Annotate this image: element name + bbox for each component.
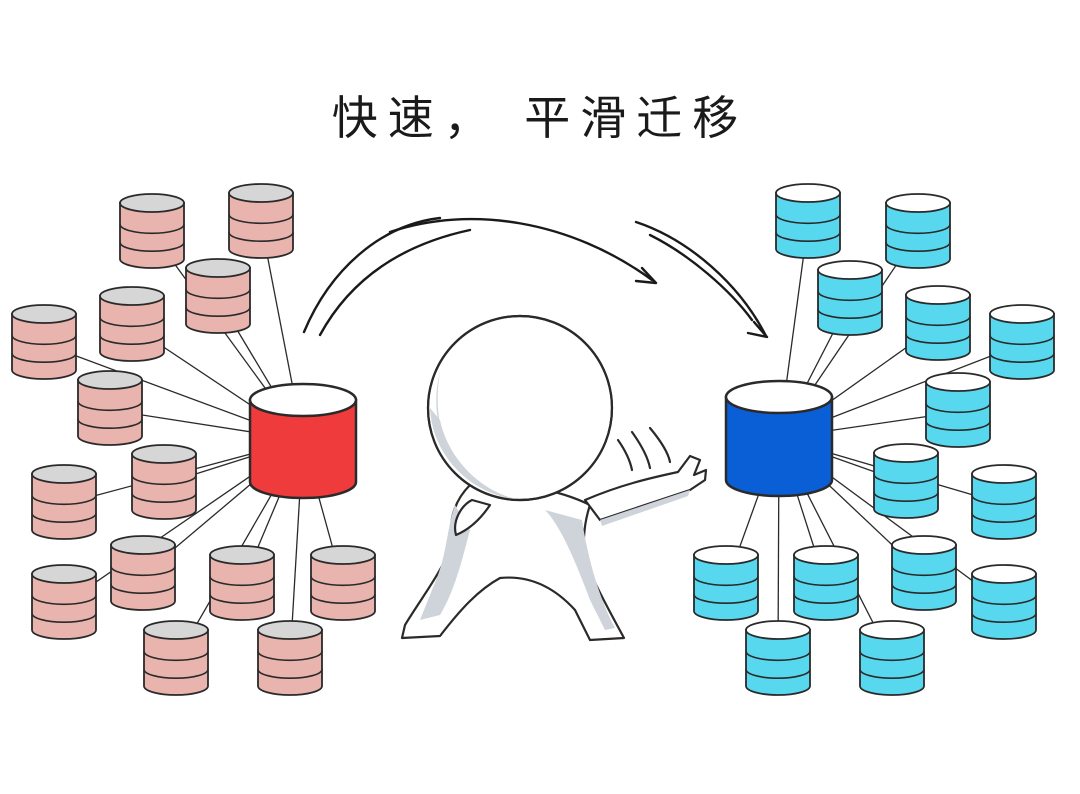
target-database-node xyxy=(971,464,1037,540)
target-database-node xyxy=(859,620,925,696)
target-database-node xyxy=(745,620,811,696)
page-title: 快速， 平滑迁移 xyxy=(331,91,749,145)
source-database-node xyxy=(110,535,176,611)
source-database-node xyxy=(310,545,376,621)
source-database-node xyxy=(131,444,197,520)
stick-figure-character xyxy=(400,314,708,642)
target-database-node xyxy=(793,545,859,621)
migration-arrow-outer xyxy=(302,216,658,337)
target-database-node xyxy=(989,304,1055,380)
target-database-node xyxy=(891,535,957,611)
target-database-node xyxy=(775,183,841,259)
migration-arrow-inner xyxy=(634,220,769,339)
source-database-node xyxy=(185,258,251,334)
target-database-node xyxy=(885,193,951,269)
source-database-node xyxy=(31,564,97,640)
target-database-node xyxy=(905,285,971,361)
source-database-node xyxy=(119,193,185,269)
target-database-node xyxy=(693,545,759,621)
source-database-node xyxy=(209,545,275,621)
source-database-node xyxy=(228,183,294,259)
source-database-hub xyxy=(248,382,358,500)
source-node-cluster xyxy=(11,183,376,696)
source-database-node xyxy=(77,370,143,446)
target-database-node xyxy=(971,564,1037,640)
source-database-node xyxy=(143,620,209,696)
source-database-node xyxy=(31,464,97,540)
target-database-hub xyxy=(724,379,834,498)
target-node-cluster xyxy=(693,183,1055,696)
target-database-node xyxy=(817,260,883,336)
source-database-node xyxy=(99,286,165,362)
source-database-node xyxy=(257,620,323,696)
target-database-node xyxy=(873,443,939,519)
source-database-node xyxy=(11,304,77,380)
target-database-node xyxy=(925,372,991,448)
